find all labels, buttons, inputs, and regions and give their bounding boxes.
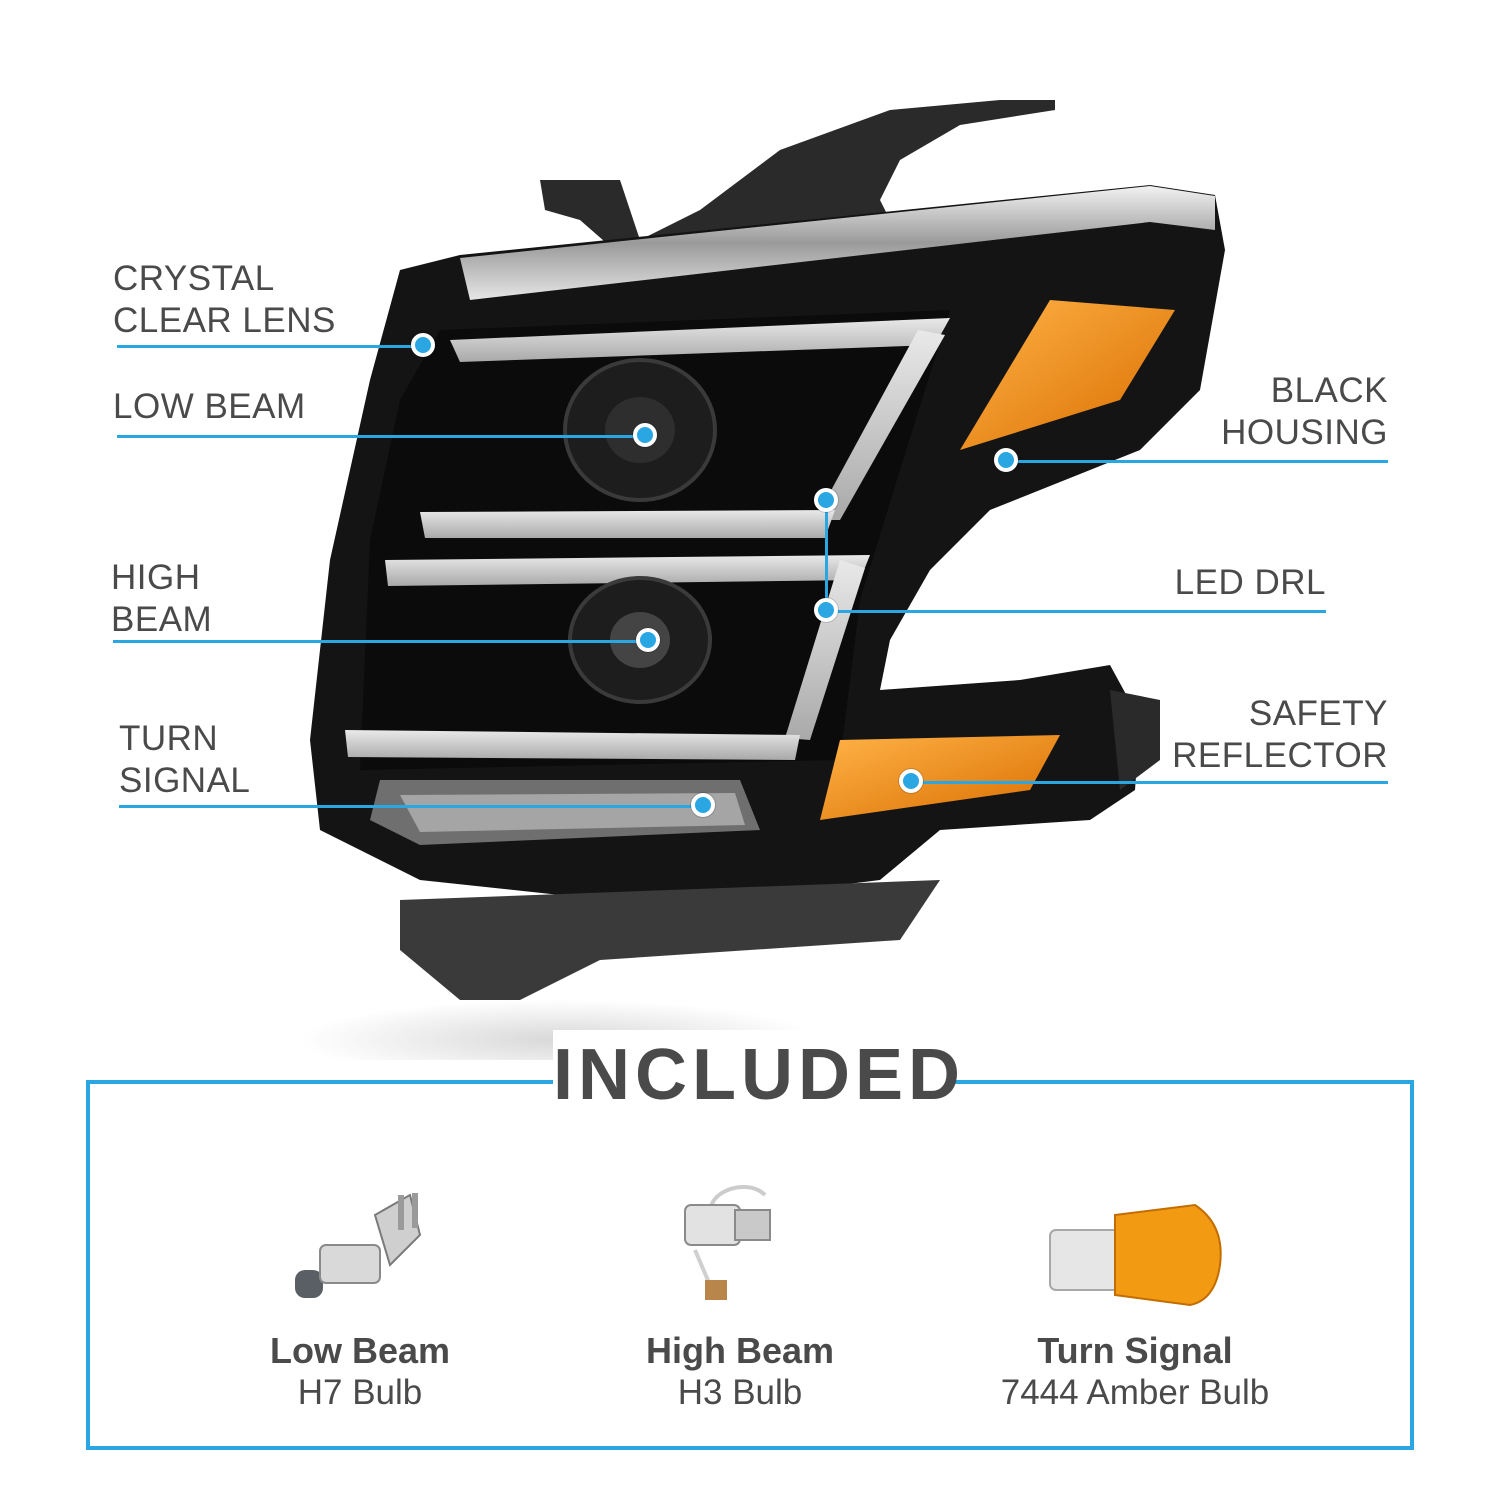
- callout-dot-lens: [411, 333, 435, 357]
- callout-dot-led-drl-bottom: [814, 598, 838, 622]
- amber-bulb-icon: [1049, 1203, 1222, 1307]
- amber-marker-bottom: [820, 735, 1060, 820]
- callout-line-high-beam: [113, 640, 648, 643]
- bulb-type-low-beam: H7 Bulb: [297, 1373, 423, 1412]
- label-high-beam: HIGH BEAM: [111, 558, 213, 639]
- h7-bulb-icon: [295, 1193, 422, 1298]
- label-crystal-clear-lens: CRYSTAL CLEAR LENS: [113, 259, 336, 340]
- callout-line-lens: [117, 345, 423, 348]
- callout-line-low-beam: [117, 435, 645, 438]
- label-safety-reflector: SAFETY REFLECTOR: [1172, 694, 1388, 775]
- bulb-name-high-beam: High Beam: [645, 1330, 835, 1371]
- included-title: INCLUDED: [553, 1030, 960, 1120]
- label-black-housing: BLACK HOUSING: [1221, 371, 1388, 452]
- bulb-type-high-beam: H3 Bulb: [677, 1373, 803, 1412]
- callout-line-safety-reflector: [911, 781, 1388, 784]
- callout-dot-led-drl-top: [814, 488, 838, 512]
- callout-line-led-drl: [826, 610, 1326, 613]
- headlight-image: [300, 100, 1225, 1060]
- bulb-name-turn-signal: Turn Signal: [1037, 1330, 1233, 1371]
- callout-dot-black-housing: [994, 448, 1018, 472]
- callout-line-led-drl-vertical: [825, 500, 828, 612]
- label-low-beam: LOW BEAM: [113, 387, 306, 426]
- bulb-name-low-beam: Low Beam: [269, 1330, 451, 1371]
- callout-dot-low-beam: [633, 423, 657, 447]
- callout-line-turn-signal: [119, 805, 703, 808]
- bulb-type-turn-signal: 7444 Amber Bulb: [1000, 1373, 1270, 1412]
- label-turn-signal: TURN SIGNAL: [119, 719, 251, 800]
- callout-dot-high-beam: [636, 628, 660, 652]
- callout-dot-turn-signal: [691, 793, 715, 817]
- amber-marker-top: [960, 300, 1175, 450]
- h3-bulb-icon: [684, 1184, 771, 1300]
- callout-line-black-housing: [1006, 460, 1388, 463]
- label-led-drl: LED DRL: [1174, 563, 1326, 602]
- callout-dot-safety-reflector: [899, 769, 923, 793]
